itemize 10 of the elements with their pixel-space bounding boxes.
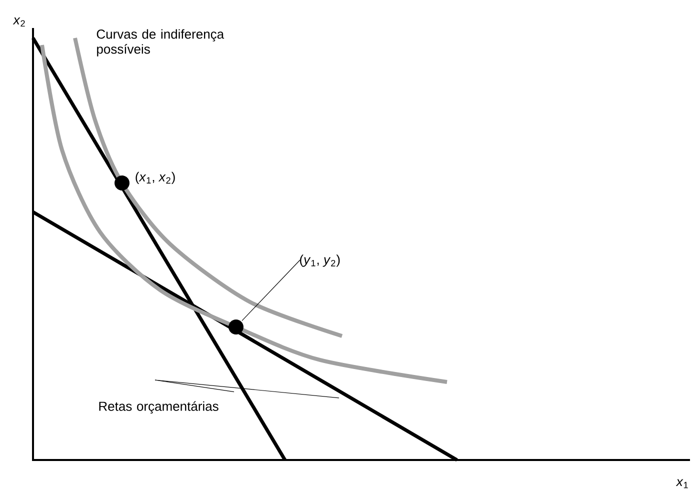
- point-dot: [114, 176, 130, 190]
- callout-label: Retas orçamentárias: [99, 401, 218, 414]
- axis-label: x$_{2}$: [12, 17, 25, 27]
- curve-label: Curvas de indiferença possíveis: [96, 29, 224, 56]
- leader-line: [154, 380, 340, 398]
- axis-label: x$_{1}$: [676, 479, 688, 488]
- point-label: (y$_{1}$, y$_{2}$): [300, 254, 340, 267]
- point-dot: [228, 320, 244, 334]
- leader-line: [242, 260, 300, 321]
- point-label: (x$_{1}$, x$_{2}$): [136, 172, 175, 184]
